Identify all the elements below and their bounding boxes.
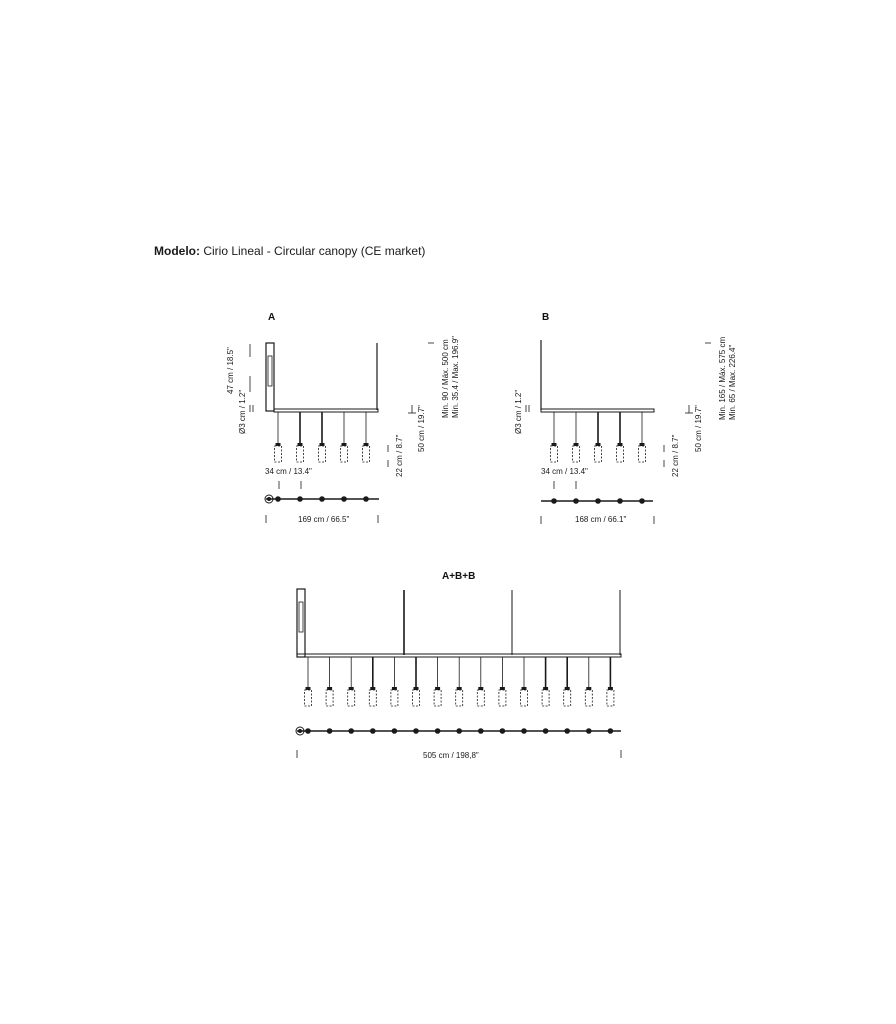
label-b-drop: Min. 165 / Máx. 575 cm: [718, 337, 727, 420]
pendant-lamp: [390, 657, 399, 707]
pendant-lamp: [584, 657, 593, 707]
pendant-lamp: [325, 657, 334, 707]
pendants-a: [274, 412, 370, 463]
diagram-b-labels: Ø3 cm / 1.2" Min. 165 / Máx. 575 cm Min.…: [514, 337, 737, 524]
pendant-lamp: [362, 412, 370, 463]
plan-canopy-a: [264, 494, 274, 504]
diagram-abb-labels: 505 cm / 198,8": [423, 751, 479, 760]
pendant-lamp: [433, 657, 442, 707]
diagram-abb: A+B+B: [295, 571, 622, 758]
plan-lamp-dot: [617, 498, 623, 504]
pendant-lamp: [541, 657, 550, 707]
pendant-lamp: [455, 657, 464, 707]
pendant-lamp: [476, 657, 485, 707]
pendant-lamp: [498, 657, 507, 707]
plan-lamp-dot: [413, 728, 419, 734]
diagram-b: B: [525, 312, 711, 524]
label-b-diameter: Ø3 cm / 1.2": [514, 390, 523, 434]
label-b-length: 168 cm / 66.1": [575, 515, 626, 524]
pendant-lamp: [304, 657, 312, 707]
label-a-length: 169 cm / 66.5": [298, 515, 349, 524]
label-b-drop-in: Min. 65 / Max. 226.4": [728, 345, 737, 420]
plan-lamp-dot: [341, 496, 347, 502]
pendant-lamp: [572, 412, 580, 463]
plan-lamp-dot: [391, 728, 398, 734]
section-b-title: B: [542, 312, 549, 323]
pendant-lamp: [594, 412, 602, 463]
plan-lamp-dot: [499, 728, 506, 734]
plan-lamp-dot: [595, 498, 601, 504]
plan-lamps-a: [275, 496, 369, 502]
pendant-lamp: [347, 657, 356, 707]
plan-lamp-dot: [564, 728, 570, 734]
model-title: Modelo: Cirio Lineal - Circular canopy (…: [154, 244, 425, 258]
plan-lamps-abb: [305, 728, 614, 734]
label-abb-length: 505 cm / 198,8": [423, 751, 479, 760]
plan-lamp-dot: [573, 498, 579, 504]
diagram-a: A: [249, 312, 434, 523]
label-b-spacing: 34 cm / 13.4": [541, 467, 588, 476]
diagram-a-labels: 47 cm / 18.5" Ø3 cm / 1.2" Min. 90 / Máx…: [226, 336, 460, 524]
pendant-lamp: [368, 657, 377, 707]
bar-a: [273, 408, 379, 413]
plan-lamp-dot: [607, 728, 614, 734]
model-name: Cirio Lineal - Circular canopy (CE marke…: [203, 244, 426, 258]
label-a-spacing: 34 cm / 13.4": [265, 467, 312, 476]
bar-abb: [296, 653, 622, 658]
label-b-lamp-height: 22 cm / 8.7": [671, 434, 680, 477]
label-a-pendant-drop: 50 cm / 19.7": [417, 405, 426, 452]
pendant-lamp: [563, 657, 572, 707]
plan-canopy-abb: [295, 726, 305, 736]
pendant-lamp: [412, 657, 420, 707]
pendants-b: [550, 412, 646, 463]
plan-lamp-dot: [275, 496, 281, 502]
model-label: Modelo:: [154, 244, 200, 258]
plan-lamp-dot: [551, 498, 557, 504]
plan-lamp-dot: [456, 728, 463, 734]
plan-lamp-dot: [542, 728, 549, 734]
pendant-lamp: [318, 412, 326, 463]
plan-lamp-dot: [326, 728, 333, 734]
pendant-lamp: [616, 412, 624, 463]
pendants-abb: [304, 657, 615, 707]
pendant-lamp: [606, 657, 615, 707]
pendant-lamp: [520, 657, 528, 707]
label-a-drop-in: Min. 35.4 / Max. 196.9": [451, 336, 460, 418]
plan-lamp-dot: [370, 728, 376, 734]
label-a-drop: Min. 90 / Máx. 500 cm: [441, 339, 450, 418]
plan-lamp-dot: [319, 496, 325, 502]
plan-lamp-dot: [305, 728, 311, 734]
section-abb-title: A+B+B: [442, 571, 475, 582]
canopy-a: [265, 342, 275, 412]
pendant-lamp: [296, 412, 304, 463]
label-a-diameter: Ø3 cm / 1.2": [238, 390, 247, 434]
pendant-lamp: [274, 412, 282, 463]
plan-lamp-dot: [348, 728, 355, 734]
plan-lamp-dot: [297, 496, 303, 502]
label-a-lamp-height: 22 cm / 8.7": [395, 434, 404, 477]
pendant-lamp: [550, 412, 558, 463]
plan-lamp-dot: [434, 728, 441, 734]
plan-lamp-dot: [363, 496, 369, 502]
plan-lamp-dot: [586, 728, 592, 734]
bar-b: [540, 408, 655, 413]
plan-lamp-dot: [639, 498, 645, 504]
label-a-canopy-height: 47 cm / 18.5": [226, 347, 235, 394]
section-a-title: A: [268, 312, 275, 323]
plan-lamp-dot: [521, 728, 527, 734]
plan-lamp-dot: [478, 728, 484, 734]
label-b-pendant-drop: 50 cm / 19.7": [694, 405, 703, 452]
pendant-lamp: [638, 412, 646, 463]
plan-lamps-b: [551, 498, 645, 504]
canopy-abb: [296, 588, 306, 658]
canopy-a-slot: [267, 355, 273, 387]
pendant-lamp: [340, 412, 348, 463]
